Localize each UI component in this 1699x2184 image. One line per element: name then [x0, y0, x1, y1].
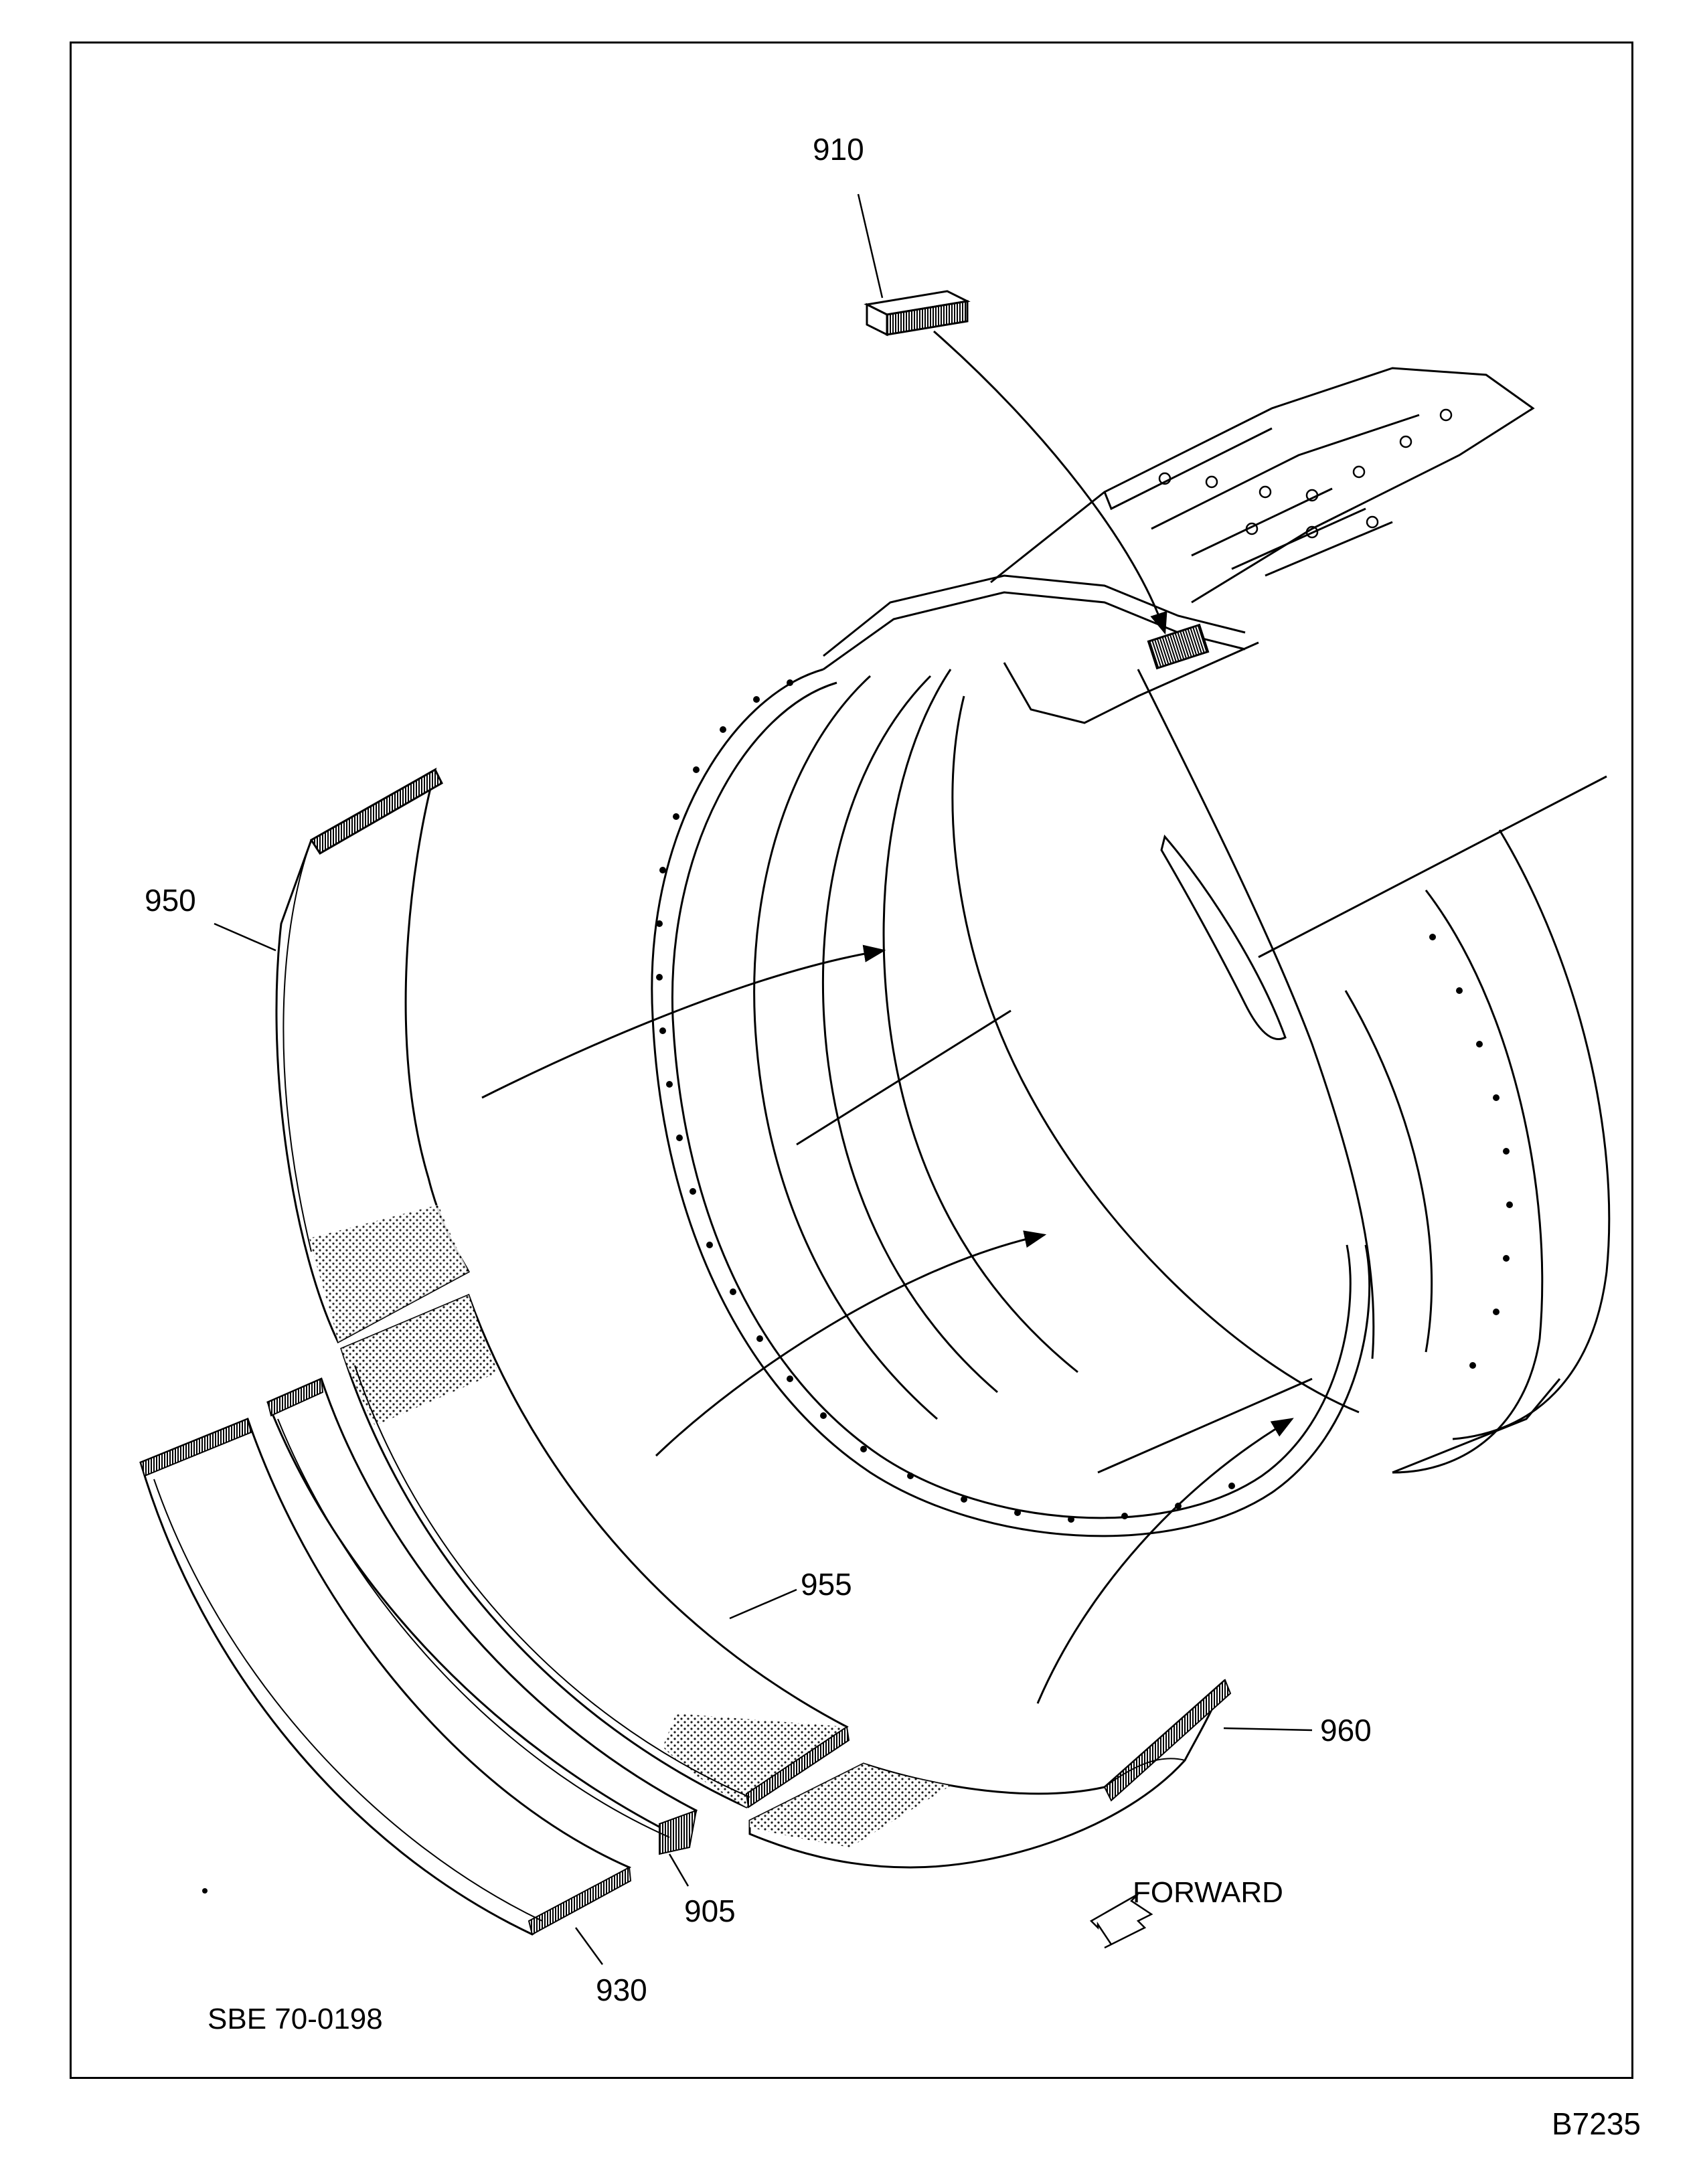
stray-mark [202, 1888, 208, 1894]
part-910-seal-block [864, 290, 971, 337]
arrow-955-install [655, 1230, 1047, 1457]
forward-arrow-icon [1089, 1893, 1153, 1949]
arrow-960-install [1036, 1418, 1294, 1704]
arrow-910-install [933, 330, 1167, 635]
callout-930: 930 [596, 1972, 647, 2007]
forward-label: FORWARD [1133, 1876, 1283, 1909]
part-905-liner-segment [266, 1377, 698, 1855]
callout-950: 950 [145, 883, 196, 918]
part-930-liner-segment [139, 1418, 632, 1936]
callout-960: 960 [1320, 1713, 1372, 1748]
part-960-liner-segment [748, 1679, 1232, 1869]
engine-casing [651, 367, 1611, 1537]
callout-905: 905 [684, 1894, 736, 1928]
callout-leaders [214, 193, 1313, 1965]
figure-border [70, 41, 1633, 2079]
callout-955: 955 [801, 1567, 852, 1602]
reference-number: SBE 70-0198 [208, 2003, 383, 2035]
part-950-liner-segment [275, 767, 470, 1344]
callout-910: 910 [813, 132, 864, 167]
assembly-arrows [481, 330, 1294, 1704]
arrow-950-install [481, 944, 886, 1099]
figure-id: B7235 [1552, 2106, 1641, 2141]
part-955-liner-segment [340, 1294, 850, 1809]
